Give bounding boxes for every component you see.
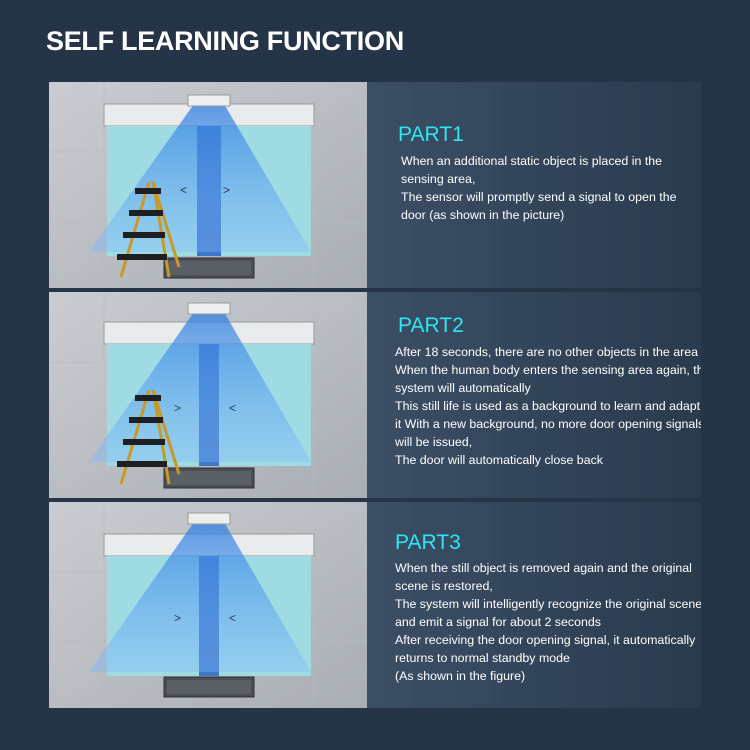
part3-title: PART3: [395, 531, 461, 554]
door-arrow-right: >: [223, 183, 230, 197]
part2-panel: > < PART2 After 18 seconds, there are no…: [49, 292, 701, 498]
door-arrow-right: <: [229, 611, 236, 625]
part1-panel: < > PART1 When an additional static obje…: [49, 82, 701, 288]
part3-panel: > < PART3 When the still object is remov…: [49, 502, 701, 708]
part2-illustration: > <: [49, 292, 367, 498]
door-arrow-right: <: [229, 401, 236, 415]
part2-description: After 18 seconds, there are no other obj…: [395, 345, 701, 467]
part2-title: PART2: [398, 314, 464, 337]
part1-title: PART1: [398, 123, 464, 146]
door-arrow-left: <: [180, 183, 187, 197]
door-arrow-left: >: [174, 401, 181, 415]
part1-description: When an additional static object is plac…: [401, 154, 677, 222]
part3-illustration: > <: [49, 502, 367, 708]
door-arrow-left: >: [174, 611, 181, 625]
part3-description: When the still object is removed again a…: [395, 561, 701, 683]
part1-illustration: < >: [49, 82, 367, 288]
page-title: SELF LEARNING FUNCTION: [46, 26, 404, 56]
